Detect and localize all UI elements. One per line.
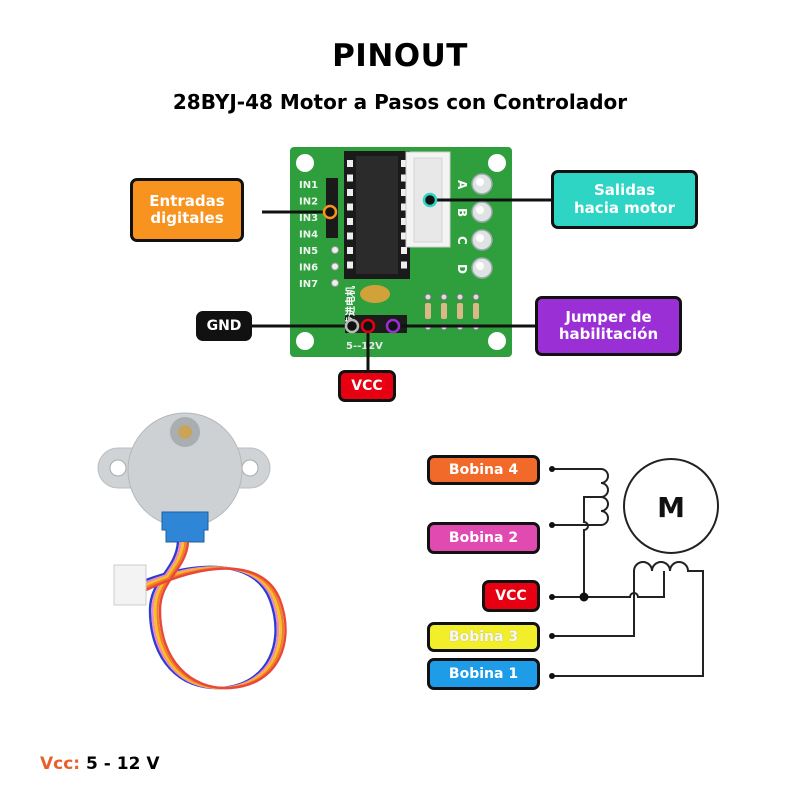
wire-tag-label: Bobina 4 [448, 461, 519, 478]
wire-tag-vcc: VCC [482, 580, 540, 612]
board-chinese-text: 步进电机 [344, 286, 357, 326]
ic-pin [401, 247, 407, 254]
resistor [441, 303, 447, 319]
wire-tag-bobina-2: Bobina 2 [427, 522, 540, 554]
input-pin-label-in4: IN4 [299, 230, 318, 241]
ic-chip [356, 156, 398, 274]
capacitor [360, 285, 390, 303]
ic-pin [401, 261, 407, 269]
input-pin-pad [331, 246, 339, 254]
mount-hole [488, 154, 506, 172]
schematic-dots [549, 466, 589, 679]
gnd-callout: GND [196, 311, 252, 341]
wire-tag-label: Bobina 1 [448, 665, 519, 682]
motor-plug [113, 564, 147, 606]
page-title: PINOUT [332, 38, 468, 74]
outputs-marker [422, 192, 438, 208]
gnd-callout-label: GND [206, 317, 242, 334]
input-pin-label-in5: IN5 [299, 246, 318, 257]
inputs-callout: Entradas digitales [130, 178, 244, 242]
jumper-marker [385, 318, 401, 334]
jumper-callout: Jumper de habilitación [535, 296, 682, 356]
led-label-a: A [455, 180, 469, 190]
mount-hole [296, 154, 314, 172]
inputs-marker [322, 204, 338, 220]
input-pin-label-in3: IN3 [299, 213, 318, 224]
resistor [425, 303, 431, 319]
input-pin-label-in6: IN6 [299, 263, 318, 274]
resistor [457, 303, 463, 319]
voltage-value: 5 - 12 V [86, 754, 160, 774]
ic-pin [401, 174, 407, 182]
outputs-callout: Salidas hacia motor [551, 170, 698, 229]
power-voltage-mark: 5--12V [346, 341, 383, 352]
voltage-note: Vcc: 5 - 12 V [40, 754, 160, 774]
led-label-b: B [455, 208, 469, 217]
motor-circle [623, 458, 719, 554]
wire-tag-label: Bobina 2 [448, 529, 519, 546]
wire-tag-bobina-1: Bobina 1 [427, 658, 540, 690]
ic-pin [347, 218, 353, 225]
led-label-c: C [455, 236, 469, 245]
ic-pin [347, 232, 353, 240]
ic-pin [347, 160, 353, 167]
motor-wire-cap [161, 511, 209, 543]
wire-tag-label: VCC [495, 587, 527, 604]
wire-tag-label: Bobina 3 [448, 628, 519, 645]
callout-lines [250, 198, 556, 370]
schematic [552, 458, 719, 677]
page-subtitle: 28BYJ-48 Motor a Pasos con Controlador [172, 90, 628, 114]
motor-wire [145, 541, 287, 690]
outputs-callout-label: Salidas hacia motor [574, 181, 675, 217]
ic-pin [347, 261, 353, 269]
ic-pin [401, 218, 407, 225]
mount-hole [488, 332, 506, 350]
gnd-marker [344, 318, 360, 334]
ic-pin [347, 174, 353, 182]
input-pin-label-in1: IN1 [299, 180, 318, 191]
wire-tag-bobina-4: Bobina 4 [427, 455, 540, 485]
motor-wire [145, 541, 282, 690]
mount-hole [296, 332, 314, 350]
motor-photo [97, 412, 287, 690]
led-label-d: D [455, 264, 469, 274]
ic-pin [401, 160, 407, 167]
ic-pin [401, 203, 407, 211]
resistor [473, 303, 479, 319]
vcc-callout-label: VCC [351, 377, 383, 394]
ic-pin [347, 247, 353, 254]
vcc-marker [360, 318, 376, 334]
input-pin-pad [331, 262, 339, 271]
inputs-callout-label: Entradas digitales [149, 191, 225, 227]
voltage-key: Vcc: [40, 754, 81, 774]
ic-pin [347, 189, 353, 196]
ic-pin [347, 203, 353, 211]
wire-tag-bobina-3: Bobina 3 [427, 622, 540, 652]
input-pin-label-in7: IN7 [299, 279, 318, 290]
ic-pin [401, 232, 407, 240]
ic-pin [401, 189, 407, 196]
input-pin-label-in2: IN2 [299, 197, 318, 208]
vcc-callout: VCC [338, 370, 396, 402]
jumper-callout-label: Jumper de habilitación [558, 307, 659, 343]
motor-wire [145, 541, 280, 690]
input-pin-pad [331, 279, 339, 287]
motor-symbol: M [657, 491, 685, 524]
motor-wire [145, 541, 277, 690]
